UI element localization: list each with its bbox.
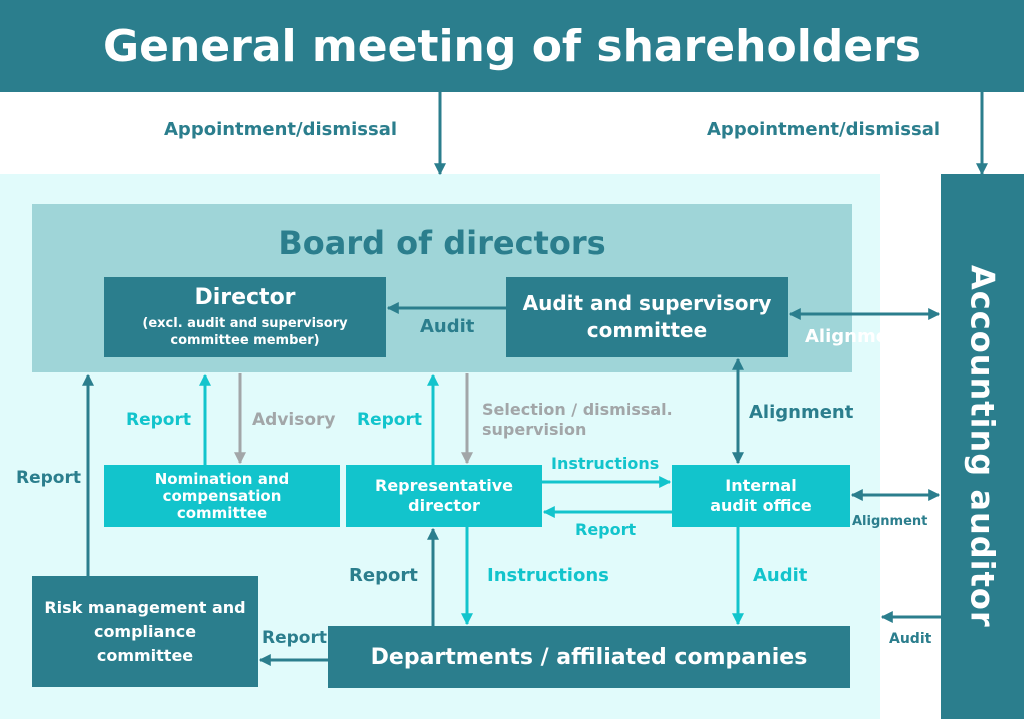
risk-compliance-committee-box: Risk management and compliance committee	[32, 576, 258, 687]
label-selection-line2: supervision	[482, 420, 587, 439]
departments-title: Departments / affiliated companies	[370, 644, 808, 670]
departments-box: Departments / affiliated companies	[328, 626, 850, 688]
nomination-line3: committee	[176, 503, 268, 522]
label-alignment-small: Alignment	[852, 514, 928, 529]
label-alignment-mid: Alignment	[749, 402, 854, 423]
label-report-risk: Report	[16, 468, 81, 488]
label-report-departments: Report	[349, 565, 418, 586]
nomination-compensation-committee-box: Nomination and compensation committee	[104, 465, 340, 527]
internal-audit-line1: Internal	[725, 476, 797, 495]
risk-line1: Risk management and	[44, 597, 246, 617]
representative-director-box: Representative director	[346, 465, 542, 527]
label-instructions-top: Instructions	[551, 454, 660, 473]
label-appointment-left: Appointment/dismissal	[164, 119, 398, 140]
label-audit-small: Audit	[889, 631, 932, 647]
director-title: Director	[194, 285, 296, 310]
risk-line3: committee	[96, 645, 194, 665]
label-appointment-right: Appointment/dismissal	[707, 119, 941, 140]
label-report-bottom: Report	[262, 628, 327, 648]
risk-line2: compliance	[93, 621, 197, 641]
label-instructions-bottom: Instructions	[487, 565, 609, 586]
label-report-internal: Report	[575, 520, 637, 539]
internal-audit-line2: audit office	[710, 496, 812, 515]
nomination-line1: Nomination and	[154, 469, 290, 488]
general-meeting-title: General meeting of shareholders	[103, 20, 921, 72]
label-advisory: Advisory	[252, 410, 336, 430]
general-meeting-header: General meeting of shareholders	[0, 0, 1024, 92]
accounting-auditor-box: Accounting auditor	[941, 174, 1024, 719]
director-note-line1: (excl. audit and supervisory	[142, 316, 348, 331]
audit-supervisory-committee-box: Audit and supervisory committee	[506, 277, 788, 357]
accounting-auditor-title: Accounting auditor	[963, 265, 1002, 628]
label-audit-board: Audit	[420, 316, 475, 337]
rep-director-line1: Representative	[375, 476, 513, 495]
label-report-rep-director: Report	[357, 410, 422, 430]
audit-committee-line2: committee	[586, 318, 708, 342]
rep-director-line2: director	[408, 496, 480, 515]
nomination-line2: compensation	[162, 486, 282, 505]
label-alignment-top: Alignment	[805, 326, 910, 347]
label-report-nomination: Report	[126, 410, 191, 430]
label-selection-line1: Selection / dismissal.	[482, 400, 673, 419]
label-audit-departments: Audit	[753, 565, 808, 586]
director-box: Director (excl. audit and supervisory co…	[104, 277, 386, 357]
audit-committee-line1: Audit and supervisory	[522, 291, 772, 315]
director-note-line2: committee member)	[170, 333, 320, 348]
board-title: Board of directors	[278, 224, 606, 262]
internal-audit-office-box: Internal audit office	[672, 465, 850, 527]
